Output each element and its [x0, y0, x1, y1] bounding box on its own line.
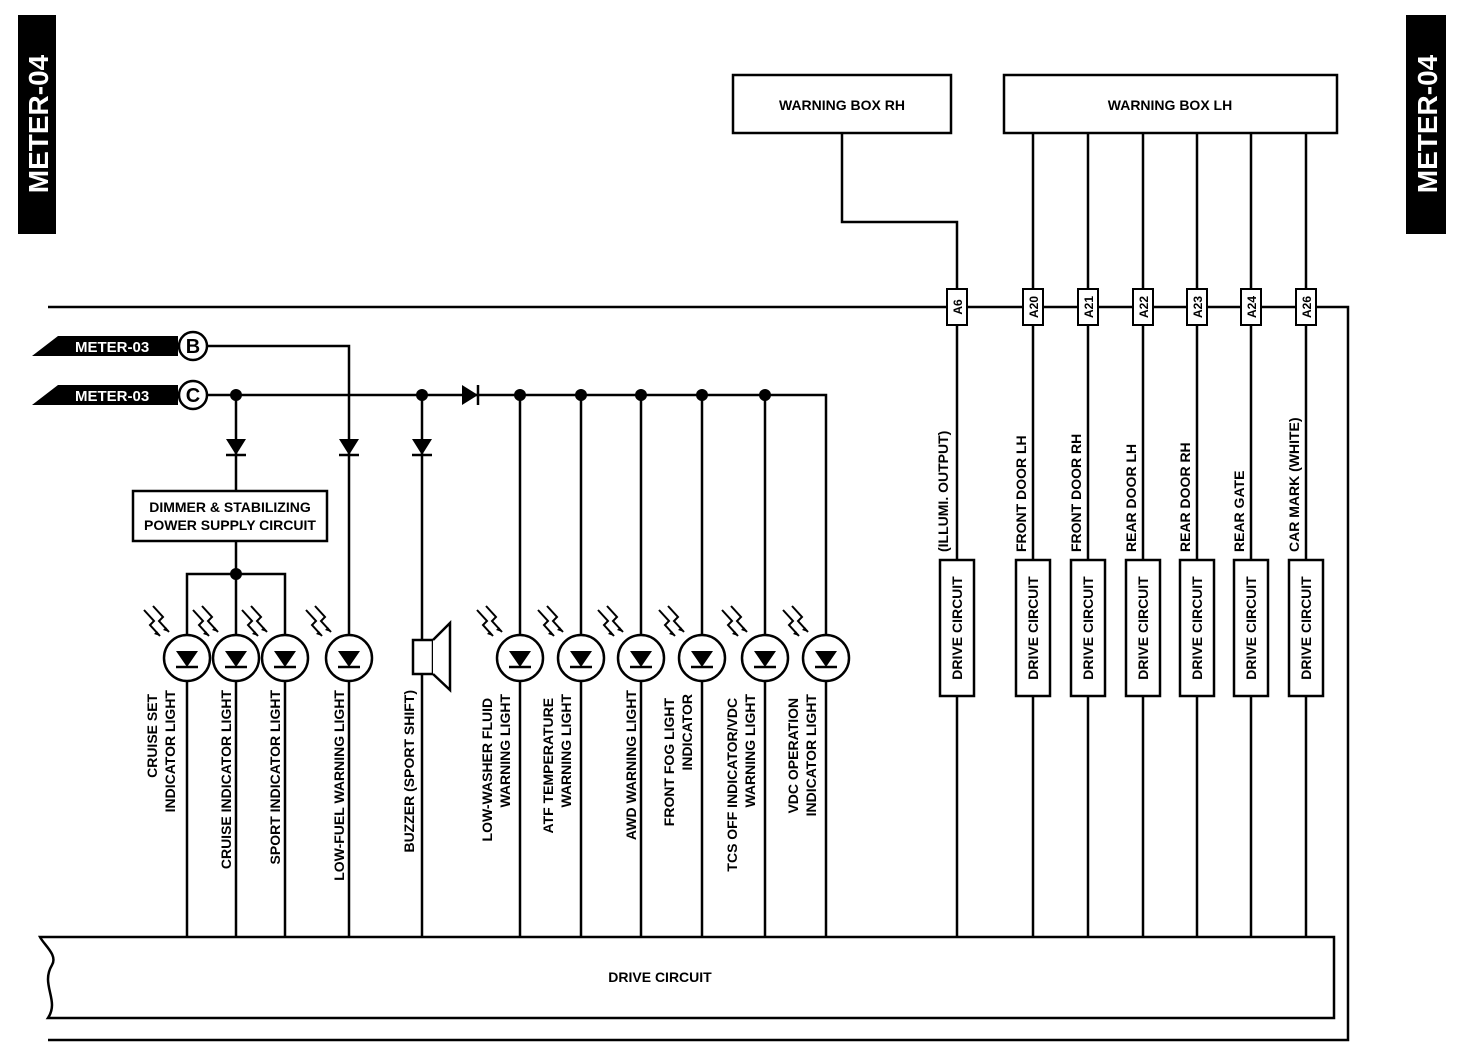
connector-meter03-c: METER-03 C: [32, 379, 209, 411]
warning-box-rh-label: WARNING BOX RH: [779, 97, 905, 113]
svg-text:A20: A20: [1027, 296, 1041, 318]
label-cruise: CRUISE INDICATOR LIGHT: [218, 690, 234, 870]
lamp-front-fog: [657, 604, 727, 683]
main-drive-circuit-label: DRIVE CIRCUIT: [608, 969, 712, 985]
connector-c-letter: C: [186, 385, 200, 407]
signal-a6: (ILLUMI. OUTPUT): [935, 431, 951, 552]
pin-a24: A24: [1240, 288, 1262, 326]
svg-text:DRIVE CIRCUIT: DRIVE CIRCUIT: [949, 576, 965, 680]
pin-a6: A6: [946, 288, 968, 326]
label-buzzer: BUZZER (SPORT SHIFT): [401, 690, 417, 853]
pin-drive-circuits: DRIVE CIRCUIT DRIVE CIRCUIT DRIVE CIRCUI…: [938, 558, 1325, 698]
page-tab-right-text: METER-04: [1412, 54, 1443, 193]
signal-a26: CAR MARK (WHITE): [1286, 417, 1302, 552]
label-vdc-operation: VDC OPERATION INDICATOR LIGHT: [785, 694, 819, 817]
lamp-tcs-off: [720, 604, 790, 683]
svg-text:DRIVE CIRCUIT: DRIVE CIRCUIT: [1243, 576, 1259, 680]
svg-text:DRIVE CIRCUIT: DRIVE CIRCUIT: [1189, 576, 1205, 680]
pin-terminals: A6 A20 A21 A22 A23 A24 A26: [946, 288, 1317, 326]
drive-circuit-a6: DRIVE CIRCUIT: [938, 558, 976, 698]
main-drive-circuit: DRIVE CIRCUIT: [37, 935, 1336, 1020]
signal-a20: FRONT DOOR LH: [1013, 435, 1029, 552]
drive-circuit-a23: DRIVE CIRCUIT: [1178, 558, 1216, 698]
wire-dimmer-split: [185, 572, 287, 937]
signal-a22: REAR DOOR LH: [1123, 444, 1139, 552]
wire-b: [207, 344, 351, 937]
svg-text:A22: A22: [1137, 296, 1151, 318]
signal-a24: REAR GATE: [1231, 471, 1247, 552]
lamp-low-fuel: [304, 604, 374, 683]
label-low-washer: LOW-WASHER FLUID WARNING LIGHT: [479, 694, 513, 842]
label-front-fog: FRONT FOG LIGHT INDICATOR: [661, 694, 695, 826]
label-cruise-set: CRUISE SET INDICATOR LIGHT: [144, 690, 178, 813]
svg-text:DRIVE CIRCUIT: DRIVE CIRCUIT: [1080, 576, 1096, 680]
label-atf-temp: ATF TEMPERATURE WARNING LIGHT: [540, 694, 574, 834]
drive-circuit-a21: DRIVE CIRCUIT: [1069, 558, 1107, 698]
signal-a21: FRONT DOOR RH: [1068, 434, 1084, 552]
lamp-labels: CRUISE SET INDICATOR LIGHT CRUISE INDICA…: [144, 690, 819, 881]
drive-circuit-a24: DRIVE CIRCUIT: [1232, 558, 1270, 698]
svg-text:A23: A23: [1191, 296, 1205, 318]
label-low-fuel: LOW-FUEL WARNING LIGHT: [331, 690, 347, 881]
lamp-low-washer: [475, 604, 545, 683]
page-tab-right: METER-04: [1406, 15, 1446, 234]
wire-rh-a6: [840, 133, 959, 289]
svg-text:DRIVE CIRCUIT: DRIVE CIRCUIT: [1298, 576, 1314, 680]
drive-circuit-a22: DRIVE CIRCUIT: [1124, 558, 1162, 698]
pin-a26: A26: [1295, 288, 1317, 326]
signal-a23: REAR DOOR RH: [1177, 442, 1193, 552]
signal-labels: (ILLUMI. OUTPUT) FRONT DOOR LH FRONT DOO…: [935, 417, 1302, 552]
warning-box-rh: WARNING BOX RH: [731, 73, 953, 135]
drive-circuit-a26: DRIVE CIRCUIT: [1287, 558, 1325, 698]
page-tab-left: METER-04: [18, 15, 56, 234]
buzzer-speaker: [411, 619, 452, 693]
label-awd: AWD WARNING LIGHT: [623, 690, 639, 841]
diode-buzzer: [410, 437, 434, 457]
wire-c-bus: [207, 393, 828, 937]
diode-bus: [462, 385, 480, 405]
label-sport: SPORT INDICATOR LIGHT: [267, 690, 283, 865]
connector-meter03-b: METER-03 B: [32, 330, 209, 362]
pin-a21: A21: [1077, 288, 1099, 326]
dimmer-stabilizing-box: DIMMER & STABILIZING POWER SUPPLY CIRCUI…: [131, 489, 329, 543]
connector-b-letter: B: [186, 336, 200, 358]
svg-text:A26: A26: [1300, 296, 1314, 318]
dimmer-line-2: POWER SUPPLY CIRCUIT: [144, 517, 316, 533]
page-tab-left-text: METER-04: [23, 54, 54, 193]
connector-b-ref: METER-03: [75, 339, 149, 356]
warning-box-lh: WARNING BOX LH: [1002, 73, 1339, 135]
label-tcs-off: TCS OFF INDICATOR/VDC WARNING LIGHT: [724, 694, 758, 872]
lamp-vdc-operation: [781, 604, 851, 683]
pin-a23: A23: [1186, 288, 1208, 326]
pin-a22: A22: [1132, 288, 1154, 326]
diode-low-fuel: [337, 437, 361, 457]
dimmer-line-1: DIMMER & STABILIZING: [149, 499, 311, 515]
svg-text:A21: A21: [1082, 296, 1096, 318]
warning-box-lh-label: WARNING BOX LH: [1108, 97, 1232, 113]
svg-text:DRIVE CIRCUIT: DRIVE CIRCUIT: [1025, 576, 1041, 680]
lamp-atf-temp: [536, 604, 606, 683]
svg-text:DRIVE CIRCUIT: DRIVE CIRCUIT: [1135, 576, 1151, 680]
svg-text:A24: A24: [1245, 296, 1259, 318]
drive-circuit-a20: DRIVE CIRCUIT: [1014, 558, 1052, 698]
connector-c-ref: METER-03: [75, 388, 149, 405]
junction-dots: [230, 389, 771, 580]
pin-a20: A20: [1022, 288, 1044, 326]
lamp-awd: [596, 604, 666, 683]
meter-frame-wire: [48, 305, 1350, 1042]
wires-lh: [1031, 133, 1308, 289]
svg-text:A6: A6: [951, 299, 965, 315]
diode-dimmer: [224, 437, 248, 457]
